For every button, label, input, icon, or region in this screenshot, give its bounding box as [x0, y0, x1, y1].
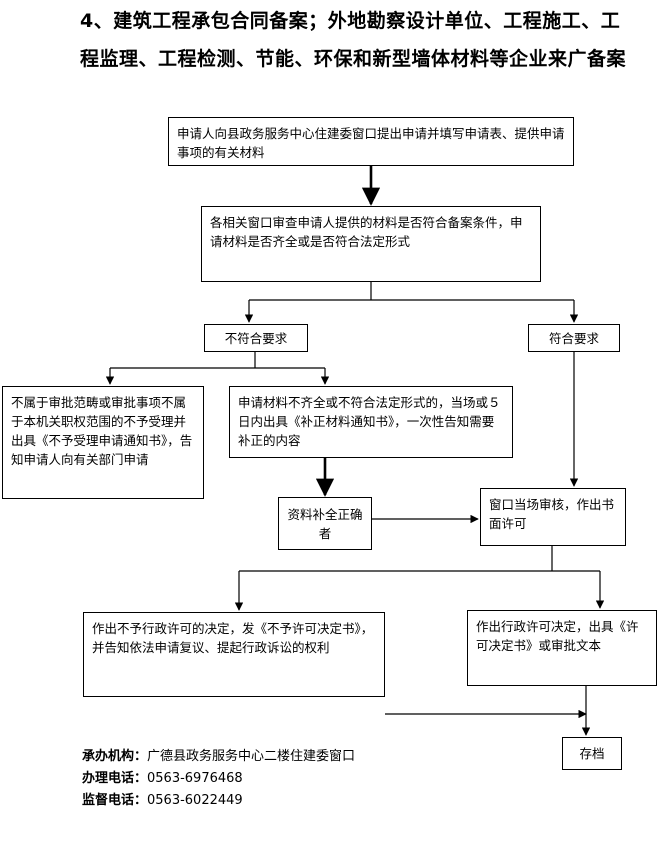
agency-label: 承办机构：: [82, 749, 148, 764]
phone-label: 办理电话：: [82, 771, 148, 786]
footer-agency: 承办机构：广德县政务服务中心二楼住建委窗口: [82, 747, 355, 767]
footer-supervise: 监督电话：0563-6022449: [82, 791, 243, 811]
onsite-review-box: 窗口当场审核，作出书面许可: [480, 488, 626, 546]
footer-phone: 办理电话：0563-6976468: [82, 769, 243, 789]
apply-box: 申请人向县政务服务中心住建委窗口提出申请并填写申请表、提供申请事项的有关材料: [168, 117, 574, 166]
agency-value: 广德县政务服务中心二楼住建委窗口: [147, 749, 356, 764]
phone-value: 0563-6976468: [147, 771, 243, 786]
review-box: 各相关窗口审查申请人提供的材料是否符合备案条件，申请材料是否齐全或是否符合法定形…: [201, 206, 541, 282]
meet-box: 符合要求: [528, 324, 620, 352]
supervise-label: 监督电话：: [82, 793, 148, 808]
deny-box: 作出不予行政许可的决定，发《不予许可决定书》，并告知依法申请复议、提起行政诉讼的…: [83, 612, 385, 697]
grant-box: 作出行政许可决定，出具《许可决定书》或审批文本: [467, 610, 657, 686]
out-of-scope-box: 不属于审批范畴或审批事项不属于本机关职权范围的不予受理并出具《不予受理申请通知书…: [2, 386, 204, 499]
archive-box: 存档: [562, 737, 622, 770]
not-meet-box: 不符合要求: [204, 324, 308, 352]
supplement-box: 资料补全正确者: [278, 497, 372, 550]
incomplete-box: 申请材料不齐全或不符合法定形式的，当场或５日内出具《补正材料通知书》，一次性告知…: [229, 386, 513, 458]
supervise-value: 0563-6022449: [147, 793, 243, 808]
page-title-line-2: 程监理、工程检测、节能、环保和新型墙体材料等企业来广备案: [80, 48, 627, 70]
page-title-line-1: 4、建筑工程承包合同备案；外地勘察设计单位、工程施工、工: [80, 10, 621, 32]
